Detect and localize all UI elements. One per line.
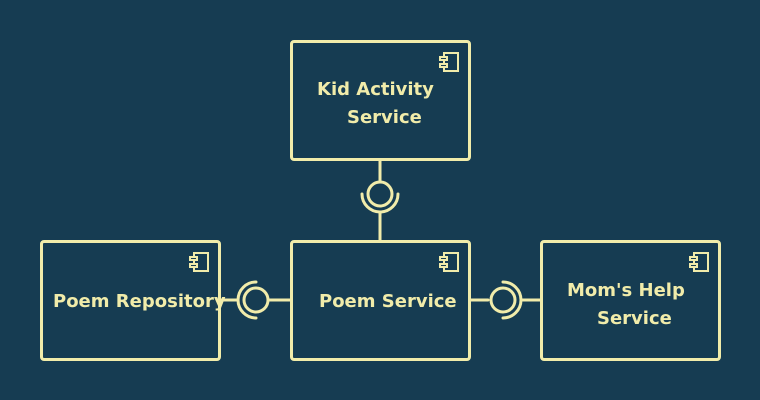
- provided-interface-ball: [366, 180, 394, 208]
- component-label-line2: Service: [347, 107, 422, 128]
- component-icon: [439, 52, 459, 72]
- interface-kid-activity: [360, 158, 400, 242]
- component-poem-service[interactable]: Poem Service: [290, 240, 471, 361]
- component-label-line1: Kid Activity: [317, 79, 434, 100]
- interface-poem-repository: [218, 280, 292, 320]
- component-moms-help-service[interactable]: Mom's Help Service: [540, 240, 721, 361]
- component-label: Poem Service: [319, 291, 457, 312]
- component-label: Poem Repository: [53, 291, 226, 312]
- provided-interface-ball: [242, 286, 270, 314]
- interface-moms-help: [468, 280, 542, 320]
- provided-interface-ball: [489, 286, 517, 314]
- component-kid-activity-service[interactable]: Kid Activity Service: [290, 40, 471, 161]
- component-icon: [439, 252, 459, 272]
- component-poem-repository[interactable]: Poem Repository: [40, 240, 226, 361]
- required-interface-socket: [236, 280, 258, 320]
- component-icon: [689, 252, 709, 272]
- component-label-line2: Service: [597, 308, 672, 329]
- component-label-line1: Mom's Help: [567, 280, 685, 301]
- component-icon: [189, 252, 209, 272]
